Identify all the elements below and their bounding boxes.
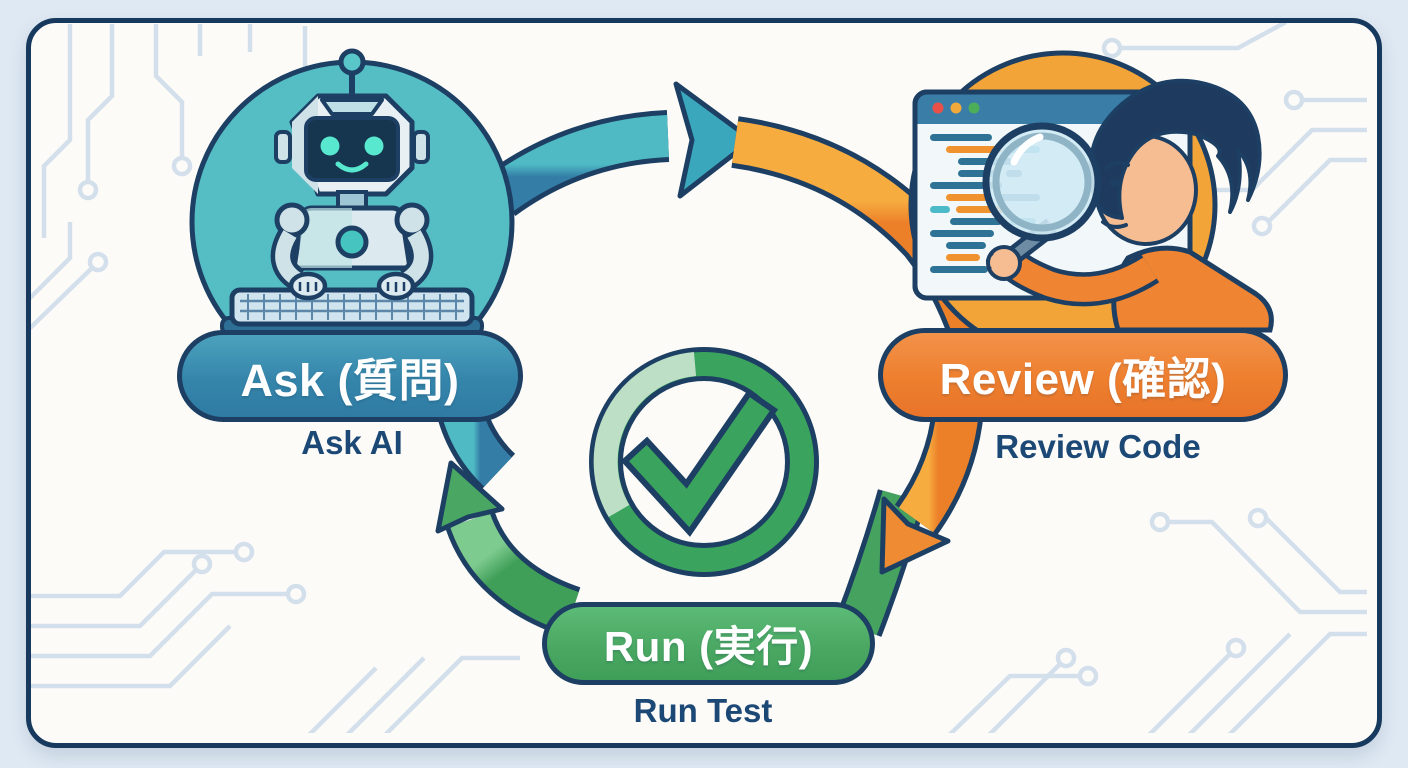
check-circle-icon: [589, 347, 819, 577]
window-dot-red: [932, 102, 944, 114]
person-hand: [986, 245, 1022, 281]
arrow-run-to-ask: [435, 460, 581, 637]
window-dot-green: [968, 102, 980, 114]
robot-illustration: [189, 48, 515, 385]
run-step-pill: Run (実行): [542, 602, 875, 685]
person-eye: [1109, 178, 1119, 188]
robot-smile: [335, 161, 369, 173]
arrow-review-to-run: [879, 406, 984, 575]
robot-head: [274, 93, 430, 197]
robot-eye-right: [364, 136, 384, 156]
circuit-pattern-top-right: [1101, 23, 1367, 237]
magnifier-icon: [982, 122, 1102, 281]
reviewer-person: [1000, 78, 1274, 333]
robot-hands: [288, 271, 416, 301]
person-eyebrow: [1104, 161, 1130, 170]
circuit-pattern-bottom-right: [938, 507, 1367, 733]
run-step-caption: Run Test: [633, 692, 773, 729]
window-dot-yellow: [950, 102, 962, 114]
review-step-caption: Review Code: [995, 428, 1201, 465]
circuit-pattern-bottom-left: [31, 541, 520, 733]
robot-torso: [291, 205, 413, 271]
person-smile: [1101, 220, 1128, 229]
laptop-keyboard: [229, 287, 475, 327]
ask-step-pill: Ask (質問): [177, 330, 523, 422]
arrow-ask-to-review: [484, 81, 755, 217]
robot-eye-left: [320, 136, 340, 156]
person-arm: [1003, 253, 1157, 302]
review-illustration: [908, 50, 1274, 360]
person-hair: [1088, 78, 1262, 220]
review-step-pill: Review (確認): [878, 328, 1288, 422]
ask-step-caption: Ask AI: [301, 424, 403, 461]
